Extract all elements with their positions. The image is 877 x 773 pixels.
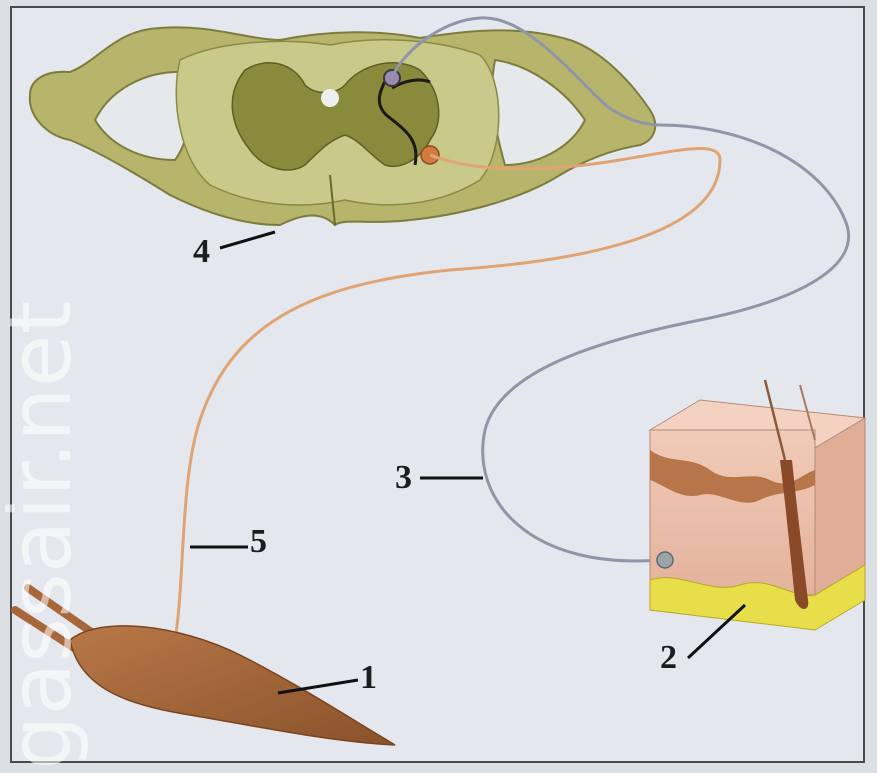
label-3: 3 [395,459,412,496]
label-1: 1 [360,659,377,696]
central-canal [321,89,339,107]
leader-line-4 [220,232,275,248]
watermark-text: gassair.net [0,301,91,770]
label-5: 5 [250,523,267,560]
skin-receptor [657,552,673,568]
skin-section [650,380,865,630]
spinal-cord-section [30,27,655,225]
label-4: 4 [193,233,210,270]
label-2: 2 [660,639,677,676]
muscle-belly [70,626,395,745]
